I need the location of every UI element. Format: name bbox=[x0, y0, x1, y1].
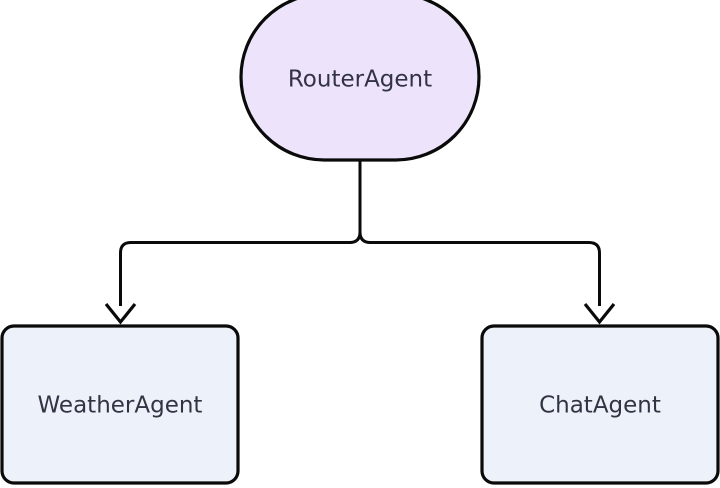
node-weather-agent-shape[interactable] bbox=[0, 324, 240, 485]
node-router-agent-label: RouterAgent bbox=[288, 67, 432, 93]
node-weather-agent-label: WeatherAgent bbox=[38, 393, 203, 419]
node-chat-agent[interactable]: ChatAgent bbox=[480, 324, 720, 485]
arrowhead-chat-icon bbox=[583, 302, 616, 325]
node-chat-agent-shape[interactable] bbox=[480, 324, 720, 485]
edge-layer bbox=[104, 160, 616, 325]
edge-router-to-chat bbox=[358, 231, 601, 306]
edge-router-to-weather bbox=[119, 231, 362, 306]
node-router-agent[interactable]: RouterAgent bbox=[239, 0, 481, 162]
arrowhead-weather-icon bbox=[104, 302, 137, 325]
node-router-agent-shape[interactable] bbox=[239, 0, 481, 162]
node-chat-agent-label: ChatAgent bbox=[539, 393, 661, 419]
node-weather-agent[interactable]: WeatherAgent bbox=[0, 324, 240, 485]
